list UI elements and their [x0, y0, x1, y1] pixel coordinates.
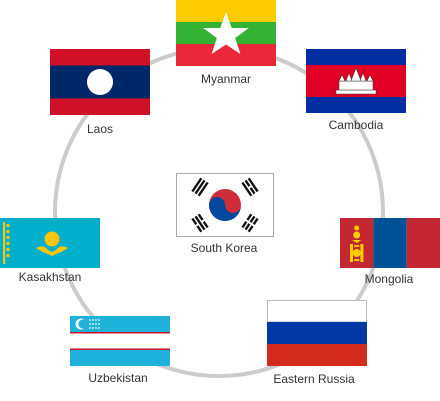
- laos-flag-icon: [50, 49, 150, 115]
- myanmar-label: Myanmar: [200, 72, 251, 86]
- cambodia-label: Cambodia: [328, 118, 384, 132]
- mongolia-label: Mongolia: [364, 272, 414, 286]
- eastern-russia-label: Eastern Russia: [273, 372, 355, 386]
- cambodia-flag-icon: [306, 49, 406, 113]
- south-korea-label: South Korea: [190, 241, 258, 255]
- kazakhstan-flag-icon: [0, 218, 100, 268]
- mongolia-flag-icon: [340, 218, 440, 268]
- kazakhstan-label: Kasakhstan: [18, 270, 82, 284]
- russia-flag-icon: [267, 300, 367, 366]
- laos-label: Laos: [86, 122, 114, 136]
- myanmar-flag-icon: [176, 0, 276, 66]
- south-korea-flag-icon: [176, 173, 274, 237]
- uzbekistan-label: Uzbekistan: [88, 371, 148, 385]
- uzbekistan-flag-icon: [70, 316, 170, 366]
